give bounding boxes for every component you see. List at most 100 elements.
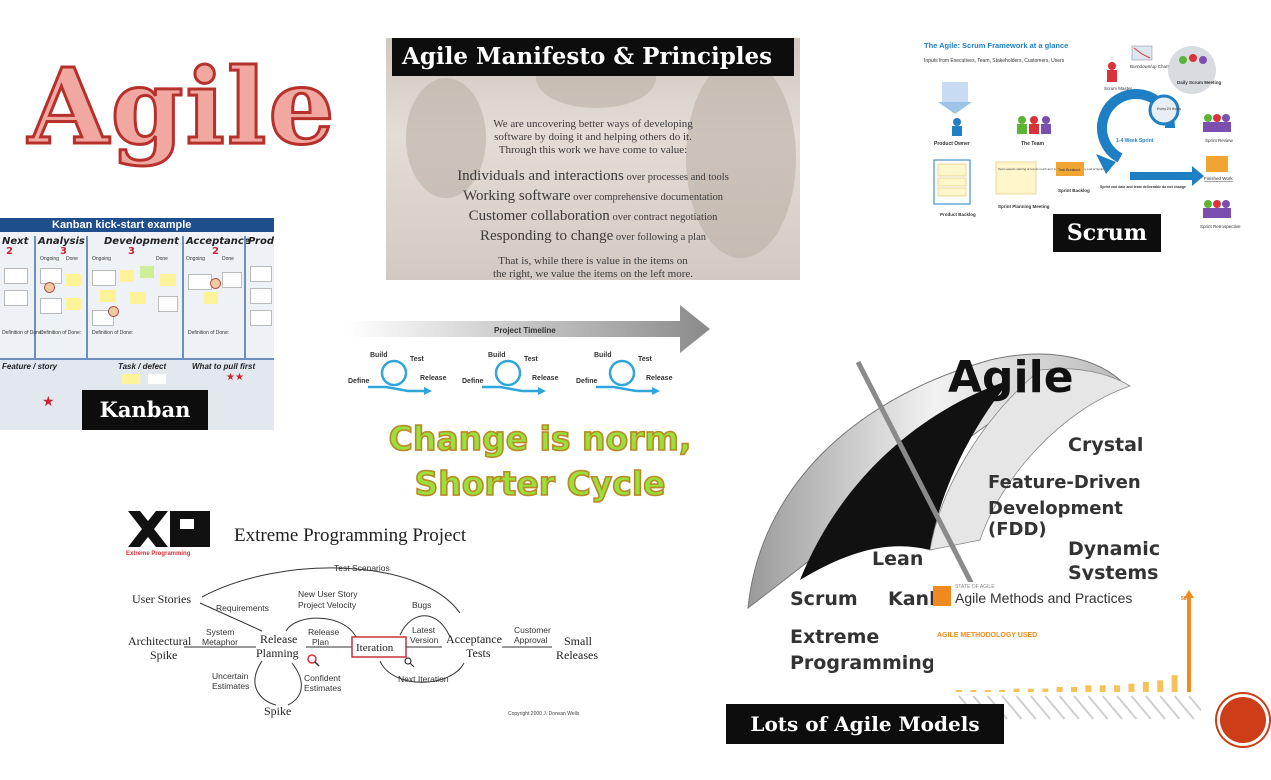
avatar (44, 282, 55, 293)
acceptance-node: Acceptance (446, 632, 502, 646)
inputs-arrow-icon (938, 82, 972, 114)
cycle-release: Release (420, 375, 447, 382)
kanban-card (204, 292, 218, 304)
iteration-cycle: Build Test Define Release (348, 352, 447, 395)
confident-label: Confident (304, 673, 341, 683)
bugs-edge (399, 615, 451, 638)
cycle-line (596, 385, 654, 393)
release-planning-node: Release (260, 632, 297, 646)
methods-category-label (1044, 695, 1066, 720)
kanban-col-acceptance: Acceptance (186, 236, 251, 247)
kanban-card (148, 374, 166, 384)
methods-category-label (1145, 695, 1166, 720)
kanban-card (120, 270, 134, 282)
manifesto-value-rest: over comprehensive documentation (570, 192, 723, 203)
daily-scrum-label: Daily Scrum Meeting (1177, 80, 1222, 85)
kanban-card (130, 292, 146, 304)
retrospective-icon (1203, 200, 1231, 218)
scrum-label: Scrum (1053, 214, 1161, 252)
methods-category-label (1015, 695, 1037, 720)
methods-bar (970, 690, 977, 692)
magnifier-icon (404, 657, 415, 668)
acceptance-node: Tests (466, 646, 491, 660)
methods-category-label (1159, 695, 1181, 720)
release-planning-node: Planning (256, 646, 299, 660)
xp-title: Extreme Programming Project (234, 525, 467, 546)
manifesto-intro-line: We are uncovering better ways of develop… (493, 118, 693, 130)
cycle-loop-icon (380, 359, 408, 387)
scrum-inputs: Inputs from Executives, Team, Stakeholde… (924, 58, 1065, 64)
kanban-dod: Definition of Done: (40, 330, 82, 336)
manifesto-panel: Agile Manifesto & Principles We are unco… (386, 38, 800, 280)
cycle-arrowhead-icon (652, 387, 660, 395)
sprint-cycle-icon (1096, 89, 1180, 174)
kanban-dod: Definition of Done: (92, 330, 134, 336)
methods-bar (956, 690, 962, 692)
confident-label: Estimates (304, 683, 341, 693)
kanban-card (4, 268, 28, 284)
xp-diagram: Extreme Programming Extreme Programming … (126, 511, 598, 718)
kanban-card (158, 296, 178, 312)
agile-title: Agile (27, 45, 337, 168)
cycle-define: Define (576, 378, 598, 385)
project-timeline: Project Timeline Build Test Define Relea… (348, 305, 710, 395)
kanban-sub-ongoing: Ongoing (186, 256, 205, 262)
kanban-card (250, 288, 272, 304)
kanban-wip-limit: 3 (60, 246, 67, 257)
manifesto-value-rest: over following a plan (613, 232, 707, 243)
methods-bar (1157, 680, 1164, 692)
umbrella-fdd: Feature-Driven (988, 472, 1141, 493)
manifesto-value: Responding to change over following a pl… (386, 227, 800, 247)
umbrella-icon (747, 353, 1131, 610)
iteration-cycle: Build Test Define Release (576, 352, 673, 395)
uncertain-edge (254, 660, 277, 706)
kanban-col-next: Next (2, 236, 29, 247)
methods-bar (1099, 685, 1106, 692)
kanban-divider (34, 236, 36, 372)
scrum-master-icon (1107, 62, 1117, 82)
kanban-dod: Definition of Done: (2, 330, 44, 336)
manifesto-value-main: Responding to change (479, 228, 614, 244)
task-breakout-label: Task Breakout (1058, 168, 1080, 172)
cycle-build: Build (594, 352, 612, 359)
magnifier-icon (307, 654, 320, 667)
kanban-sub-done: Done (66, 256, 78, 262)
kanban-header-bar (0, 218, 274, 232)
cycle-define: Define (348, 378, 370, 385)
methods-bar (1042, 688, 1049, 692)
next-iteration-edge (379, 660, 465, 683)
cycle-build: Build (370, 352, 388, 359)
kanban-card (222, 272, 242, 288)
manifesto-intro-line: software by doing it and helping others … (494, 131, 692, 143)
manifesto-outro-line: the right, we value the items on the lef… (492, 268, 694, 280)
kanban-card (250, 310, 272, 326)
methods-bar (1085, 685, 1092, 692)
methods-bar (1142, 681, 1149, 692)
requirements-label: Requirements (216, 603, 269, 613)
test-scenarios-edge (201, 567, 461, 614)
spike-node: Spike (264, 704, 291, 718)
umbrella-xp: Programming ( (790, 652, 951, 674)
release-plan-label: Plan (312, 637, 329, 647)
cycle-define: Define (462, 378, 484, 385)
approval-label: Customer (514, 625, 551, 635)
kanban-legend-feature: Feature / story (2, 362, 58, 371)
methods-bar (1071, 686, 1077, 692)
manifesto-value-rest: over contract negotiation (609, 212, 718, 223)
methods-bar (1056, 686, 1063, 692)
kanban-title: Kanban kick-start example (52, 219, 192, 231)
change-tagline-line1: Change is norm, (388, 418, 692, 459)
methods-category-label (1087, 695, 1109, 720)
scrum-diagram: The Agile: Scrum Framework at a glance I… (924, 41, 1241, 229)
iteration-label: Iteration (356, 642, 394, 654)
manifesto-value-main: Individuals and interactions (457, 168, 624, 184)
product-owner-icon (952, 118, 962, 136)
star-icon: ★★ (226, 372, 244, 383)
user-stories-node: User Stories (132, 592, 191, 606)
finished-work-icon (1206, 156, 1228, 172)
kanban-divider (86, 236, 88, 372)
cycle-release: Release (646, 375, 673, 382)
kanban-card (250, 266, 272, 282)
retrospective-label: Sprint Retrospective (1200, 224, 1241, 229)
kanban-legend-task: Task / defect (118, 362, 167, 371)
